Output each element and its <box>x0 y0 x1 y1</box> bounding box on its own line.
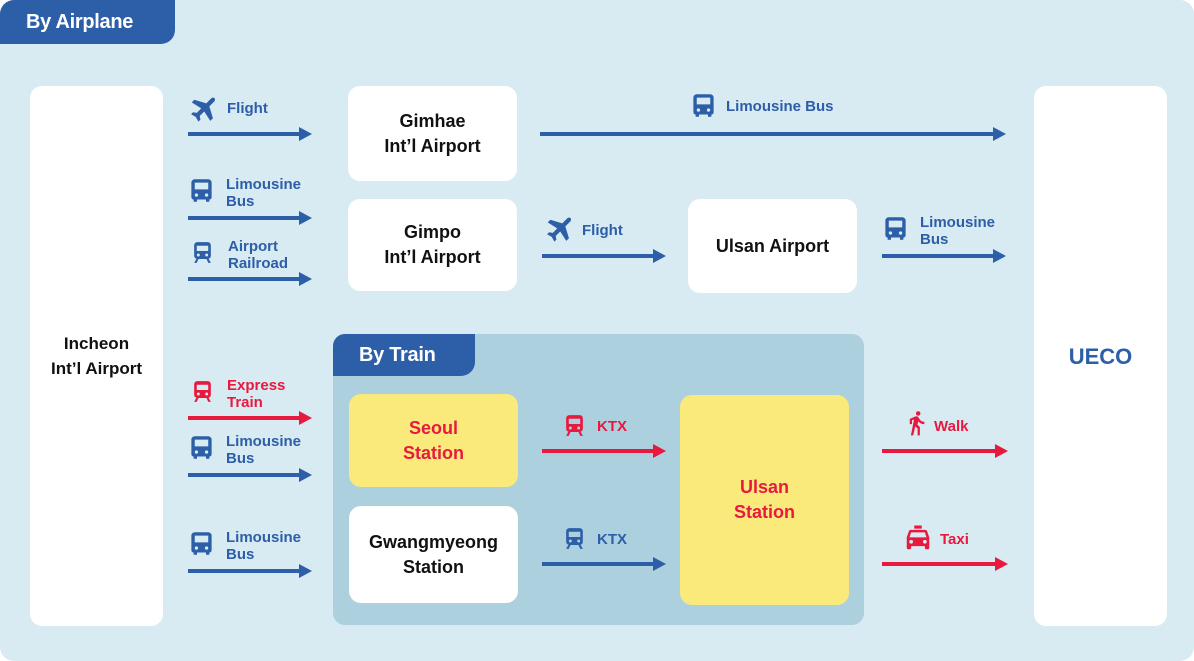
arrow-gimhae-to-ueco <box>540 127 1006 141</box>
bus-icon <box>188 177 215 204</box>
arrow-ulsan-airport-to-ueco <box>882 249 1006 263</box>
mode-label-limousine-bus: Limousine Bus <box>226 529 302 563</box>
airplane-icon <box>542 214 574 246</box>
arrow-seoul-to-ulsan-station <box>542 444 666 458</box>
arrow-incheon-to-gimpo-bus <box>188 211 312 225</box>
train-icon <box>190 379 215 404</box>
gwangmyeong-station-node: Gwangmyeong Station <box>349 506 518 603</box>
mode-label-flight: Flight <box>227 100 268 117</box>
incheon-airport-node: Incheon Int’l Airport <box>30 86 163 626</box>
arrow-gimpo-to-ulsan-airport <box>542 249 666 263</box>
walk-icon <box>903 405 930 441</box>
taxi-icon <box>903 523 933 553</box>
mode-label-flight: Flight <box>582 222 623 239</box>
bus-icon <box>188 530 215 557</box>
mode-label-airport-railroad: Airport Railroad <box>228 238 289 272</box>
gimpo-airport-node: Gimpo Int’l Airport <box>348 199 517 291</box>
mode-label-express-train: Express Train <box>227 377 286 411</box>
mode-label-ktx: KTX <box>597 418 627 435</box>
mode-label-limousine-bus: Limousine Bus <box>226 176 302 210</box>
train-icon <box>190 240 215 265</box>
mode-label-limousine-bus: Limousine Bus <box>226 433 302 467</box>
arrow-incheon-to-gimpo-rail <box>188 272 312 286</box>
arrow-ulsan-station-to-ueco-taxi <box>882 557 1008 571</box>
mode-label-walk: Walk <box>934 418 969 435</box>
arrow-incheon-to-seoul-express <box>188 411 312 425</box>
by-train-tab: By Train <box>333 334 475 376</box>
mode-label-limousine-bus: Limousine Bus <box>726 98 834 115</box>
ueco-node: UECO <box>1034 86 1167 626</box>
train-icon <box>562 526 587 551</box>
mode-label-ktx: KTX <box>597 531 627 548</box>
arrow-incheon-to-gimhae <box>188 127 312 141</box>
arrow-incheon-to-gwangmyeong-bus <box>188 564 312 578</box>
mode-label-taxi: Taxi <box>940 531 969 548</box>
by-airplane-tab: By Airplane <box>0 0 175 44</box>
ulsan-station-node: Ulsan Station <box>680 395 849 605</box>
arrow-ulsan-station-to-ueco-walk <box>882 444 1008 458</box>
seoul-station-node: Seoul Station <box>349 394 518 487</box>
train-icon <box>562 413 587 438</box>
bus-icon <box>188 434 215 461</box>
airplane-icon <box>186 94 218 126</box>
gimhae-airport-node: Gimhae Int’l Airport <box>348 86 517 181</box>
arrow-incheon-to-seoul-bus <box>188 468 312 482</box>
bus-icon <box>882 215 909 242</box>
ulsan-airport-node: Ulsan Airport <box>688 199 857 293</box>
by-train-panel: By Train Seoul Station Gwangmyeong Stati… <box>333 334 864 625</box>
arrow-gwangmyeong-to-ulsan-station <box>542 557 666 571</box>
bus-icon <box>690 92 717 119</box>
mode-label-limousine-bus: Limousine Bus <box>920 214 996 248</box>
